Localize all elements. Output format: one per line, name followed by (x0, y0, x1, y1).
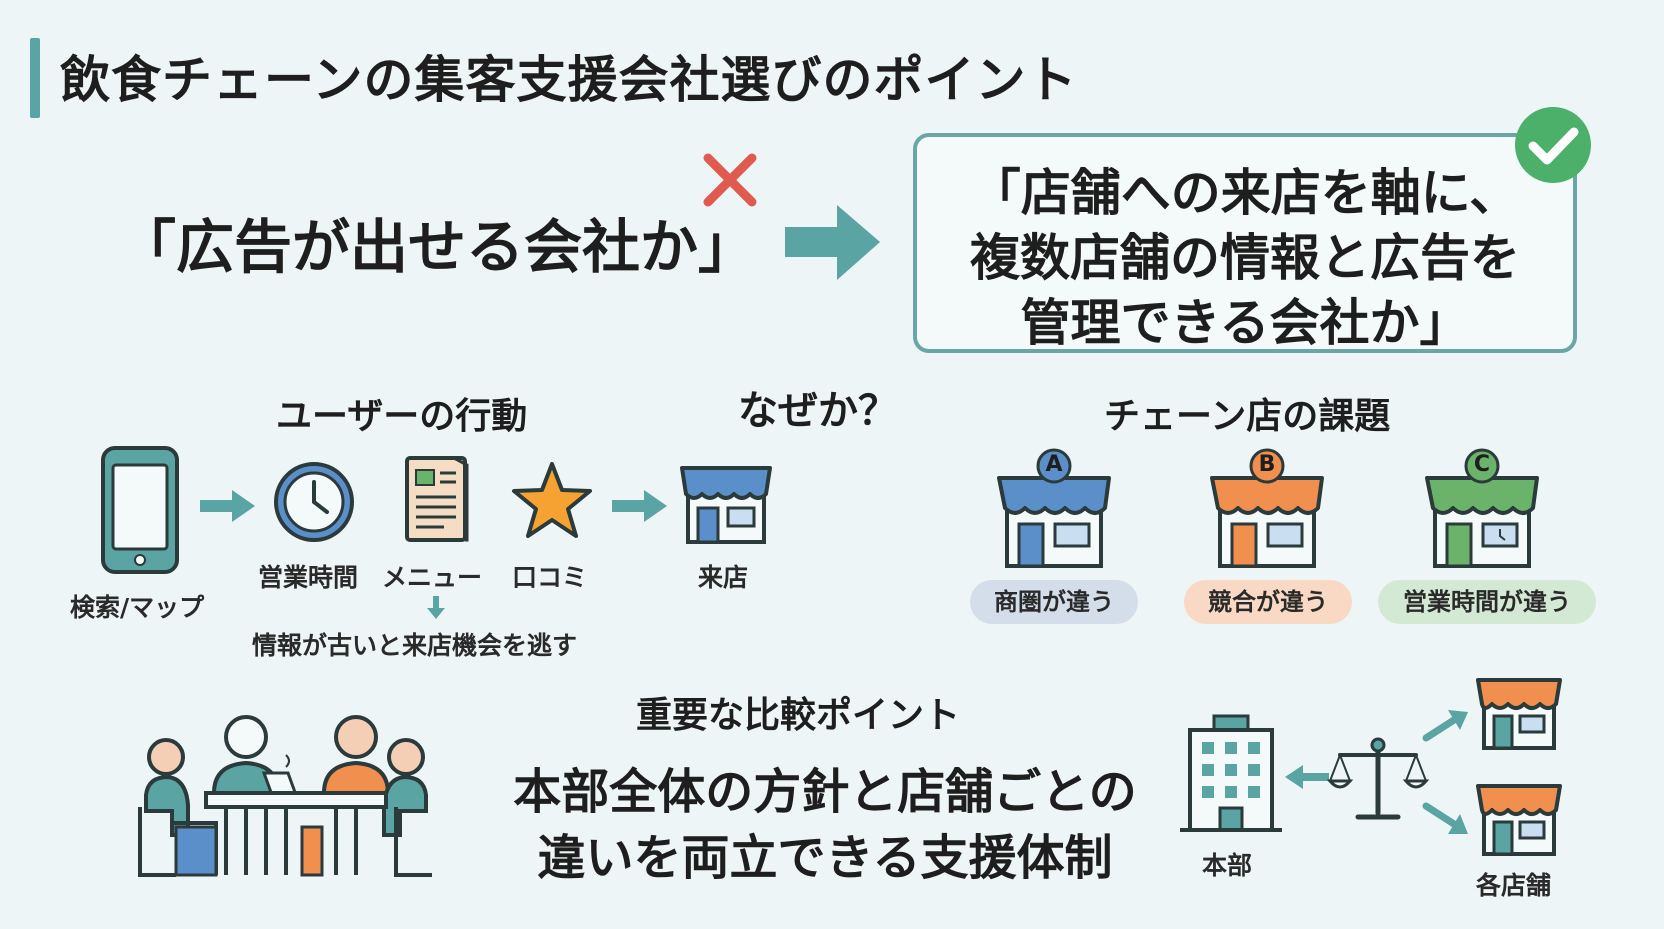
store-icon (680, 466, 772, 544)
good-criterion-line-3: 管理できる会社か」 (1020, 294, 1470, 352)
store-icon (1476, 784, 1562, 856)
check-icon (1515, 107, 1591, 183)
store-letter-c: C (1473, 452, 1491, 477)
challenge-pill-competition: 競合が違う (1184, 580, 1352, 624)
good-criterion-line-1: 「店舗への来店を軸に、 (970, 164, 1520, 222)
store-letter-a: A (1045, 452, 1063, 477)
arrow-up-right-icon (1422, 710, 1468, 742)
step-label-reviews: 口コミ (512, 563, 588, 592)
store-icon (1210, 448, 1324, 568)
challenge-pill-trade-area: 商圏が違う (970, 580, 1138, 624)
step-label-search: 検索/マップ (70, 593, 205, 622)
step-label-menu: メニュー (382, 563, 483, 592)
store-letter-b: B (1258, 452, 1276, 477)
challenge-pill-hours: 営業時間が違う (1378, 580, 1596, 624)
good-criterion-line-2: 複数店舗の情報と広告を (970, 229, 1520, 287)
store-icon (997, 448, 1111, 568)
why-question: なぜか？ (738, 388, 898, 434)
bad-criterion-text: 「広告が出せる会社か」 (118, 213, 757, 281)
comparison-point-heading: 重要な比較ポイント (636, 695, 961, 736)
clock-icon (274, 462, 354, 542)
hq-label: 本部 (1202, 851, 1253, 880)
comparison-point-line-2: 違いを両立できる支援体制 (537, 830, 1113, 886)
star-icon (512, 462, 592, 538)
user-behavior-heading: ユーザーの行動 (276, 396, 528, 437)
title-accent-bar (30, 38, 40, 118)
store-b: B (1208, 448, 1326, 570)
comparison-point-line-1: 本部全体の方針と店舗ごとの (513, 764, 1137, 820)
smartphone-icon (101, 446, 179, 574)
cross-icon (703, 153, 757, 207)
user-behavior-note: 情報が古いと来店機会を逃す (252, 631, 578, 660)
arrow-down-icon (427, 596, 445, 619)
arrow-left-icon (1285, 765, 1329, 789)
building-icon (1180, 714, 1282, 832)
stores-label: 各店舗 (1476, 871, 1552, 900)
store-c: C (1423, 448, 1541, 570)
page-title: 飲食チェーンの集客支援会社選びのポイント (60, 51, 1078, 109)
chain-challenges-heading: チェーン店の課題 (1104, 396, 1391, 437)
meeting-people-icon (138, 715, 432, 877)
store-icon (1425, 448, 1539, 568)
step-label-hours: 営業時間 (258, 563, 359, 592)
good-criterion-box (913, 133, 1577, 353)
store-icon (1476, 678, 1562, 750)
arrow-right-icon (612, 490, 667, 522)
store-a: A (995, 448, 1113, 570)
arrow-down-right-icon (1422, 802, 1468, 834)
arrow-right-icon (785, 205, 880, 280)
menu-document-icon (405, 456, 469, 542)
step-label-visit: 来店 (698, 563, 749, 592)
scale-icon (1326, 737, 1430, 820)
arrow-right-icon (200, 490, 255, 522)
